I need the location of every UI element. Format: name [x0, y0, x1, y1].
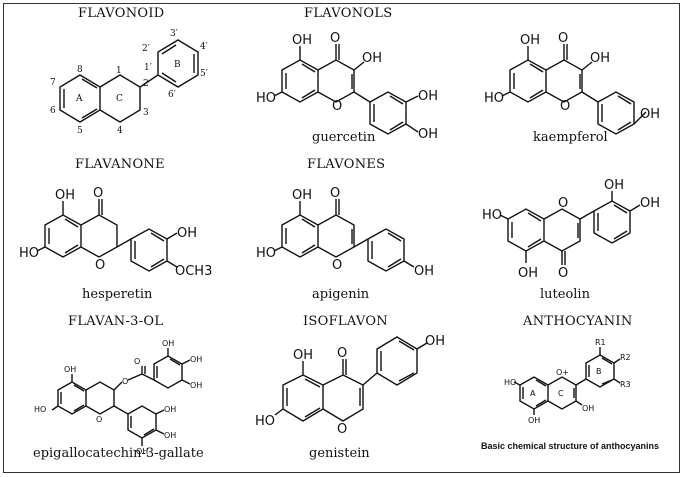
svg-text:OH: OH	[528, 416, 540, 425]
name-luteolin: luteolin	[540, 287, 590, 302]
svg-text:8: 8	[77, 65, 83, 75]
svg-text:OH: OH	[518, 266, 538, 281]
svg-text:O: O	[560, 99, 570, 114]
svg-text:O: O	[558, 196, 568, 211]
svg-text:C: C	[558, 389, 564, 398]
svg-text:HO: HO	[484, 91, 504, 106]
svg-text:OCH3: OCH3	[175, 264, 212, 279]
svg-text:1′: 1′	[144, 63, 152, 73]
title-flavanone: FLAVANONE	[75, 157, 165, 172]
svg-text:OH: OH	[362, 51, 382, 66]
svg-text:4: 4	[117, 126, 123, 136]
svg-text:OH: OH	[414, 264, 434, 279]
svg-text:OH: OH	[590, 51, 610, 66]
svg-text:3′: 3′	[170, 29, 178, 39]
svg-text:A: A	[75, 94, 83, 104]
svg-text:2: 2	[143, 79, 149, 89]
svg-text:O: O	[122, 377, 128, 386]
svg-text:O+: O+	[556, 368, 569, 377]
svg-text:OH: OH	[640, 107, 660, 122]
svg-text:OH: OH	[520, 33, 540, 48]
svg-text:6: 6	[50, 106, 56, 116]
svg-text:OH: OH	[64, 365, 76, 374]
title-flavan-3-ol: FLAVAN-3-OL	[68, 314, 164, 329]
svg-text:O: O	[558, 31, 568, 46]
svg-text:HO: HO	[34, 405, 46, 414]
title-isoflavon: ISOFLAVON	[303, 314, 388, 329]
svg-text:2′: 2′	[142, 44, 150, 54]
name-hesperetin: hesperetin	[82, 287, 153, 302]
svg-text:O: O	[558, 266, 568, 281]
name-kaempferol: kaempferol	[533, 130, 608, 145]
name-egcg: epigallocatechin-3-gallate	[33, 446, 204, 461]
svg-text:HO: HO	[482, 208, 502, 223]
name-quercetin: guercetin	[312, 130, 376, 145]
svg-text:O: O	[93, 186, 103, 201]
svg-text:OH: OH	[164, 405, 176, 414]
svg-text:B: B	[174, 60, 181, 70]
anthocyanin-caption: Basic chemical structure of anthocyanins	[481, 441, 660, 451]
svg-text:OH: OH	[136, 447, 148, 456]
svg-text:OH: OH	[640, 196, 660, 211]
svg-text:O: O	[330, 31, 340, 46]
svg-text:3: 3	[143, 108, 149, 118]
svg-text:OH: OH	[190, 355, 202, 364]
svg-text:OH: OH	[604, 178, 624, 193]
title-flavonoid: FLAVONOID	[78, 6, 165, 21]
svg-text:OH: OH	[55, 188, 75, 203]
svg-text:O: O	[330, 186, 340, 201]
figure-frame	[3, 3, 680, 473]
svg-text:R3: R3	[620, 380, 631, 389]
svg-text:B: B	[596, 367, 602, 376]
svg-text:OH: OH	[292, 188, 312, 203]
title-anthocyanin: ANTHOCYANIN	[523, 314, 633, 329]
svg-text:HO: HO	[256, 91, 276, 106]
svg-text:6′: 6′	[168, 90, 176, 100]
svg-text:OH: OH	[162, 339, 174, 348]
svg-text:A: A	[530, 389, 536, 398]
svg-text:OH: OH	[418, 89, 438, 104]
name-apigenin: apigenin	[312, 287, 370, 302]
svg-text:C: C	[116, 94, 123, 104]
svg-text:OH: OH	[418, 127, 438, 142]
svg-text:O: O	[134, 357, 140, 366]
svg-text:R2: R2	[620, 353, 631, 362]
svg-text:1: 1	[116, 66, 122, 76]
title-flavonols: FLAVONOLS	[304, 6, 393, 21]
svg-text:O: O	[332, 258, 342, 273]
svg-text:O: O	[96, 415, 102, 424]
svg-text:HO: HO	[255, 414, 275, 429]
title-flavones: FLAVONES	[307, 157, 386, 172]
svg-text:O: O	[337, 422, 347, 437]
svg-text:OH: OH	[177, 226, 197, 241]
svg-text:HO: HO	[19, 246, 39, 261]
svg-text:7: 7	[50, 78, 56, 88]
svg-text:OH: OH	[292, 33, 312, 48]
svg-text:O: O	[337, 346, 347, 361]
svg-text:OH: OH	[164, 431, 176, 440]
svg-text:O: O	[95, 258, 105, 273]
svg-text:5′: 5′	[200, 69, 208, 79]
svg-text:O: O	[332, 99, 342, 114]
svg-text:HO: HO	[504, 378, 516, 387]
svg-text:5: 5	[77, 126, 83, 136]
svg-text:OH: OH	[293, 348, 313, 363]
svg-text:4′: 4′	[200, 42, 208, 52]
svg-text:R1: R1	[595, 338, 606, 347]
svg-text:HO: HO	[256, 246, 276, 261]
svg-text:OH: OH	[582, 404, 594, 413]
svg-text:OH: OH	[190, 381, 202, 390]
svg-text:OH: OH	[425, 334, 445, 349]
name-genistein: genistein	[309, 446, 370, 461]
